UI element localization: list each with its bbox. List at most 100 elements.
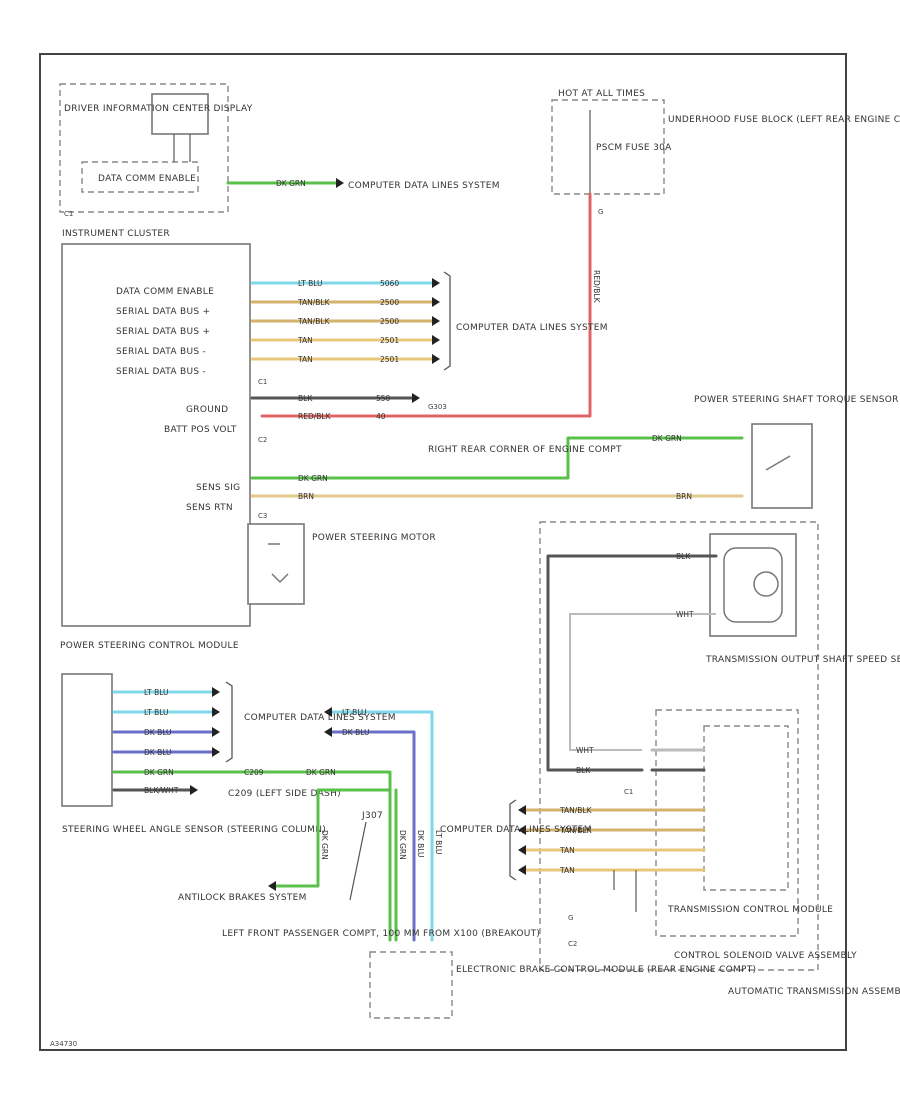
instrument-cluster-box — [61, 243, 251, 627]
dic-module-outline — [59, 83, 229, 213]
ic-data-wire-1-color: LT BLU — [298, 279, 323, 288]
ground-arrow — [412, 393, 420, 403]
ebcm-dk-blu-arrow — [324, 727, 332, 737]
ps-torque-sensor-symbol — [765, 455, 791, 471]
instrument-cluster-label: INSTRUMENT CLUSTER — [62, 229, 170, 239]
batt-wire-color: RED/BLK — [298, 412, 332, 421]
ic-data-wire-5-circuit: 2501 — [380, 355, 399, 364]
trans-output-sensor-inner — [723, 547, 783, 623]
tos-wht-wire-color: WHT — [676, 610, 694, 619]
pscm-wire-3-color: DK BLU — [144, 728, 172, 737]
tcm-data-arrow-2 — [518, 825, 526, 835]
sens-sig-wire — [250, 436, 744, 480]
ebcm-dk-blu-color: DK BLU — [342, 728, 370, 737]
auto-trans-assembly-label: AUTOMATIC TRANSMISSION ASSEMBLY — [728, 987, 900, 997]
ps-motor-box — [247, 523, 305, 605]
ebcm-lt-blu-wire — [330, 710, 434, 942]
diagram-frame — [39, 53, 847, 1051]
ic-data-wire-4-color: TAN — [297, 336, 313, 345]
trans-output-sensor-coil — [753, 571, 779, 597]
vert-wire-4-color: LT BLU — [434, 830, 443, 855]
computer-data-lines-bracket-4 — [509, 799, 517, 881]
pscm-wire-5-color: DK GRN — [144, 768, 174, 777]
tcm-g-label-1: G — [568, 914, 573, 922]
ic-sens-sig-label: SENS SIG — [196, 483, 240, 493]
vert-wire-2-color: DK GRN — [398, 830, 407, 860]
sens-rtn-wire-color: BRN — [298, 492, 314, 501]
fuse-pin-label: G — [598, 208, 603, 216]
pscm-arrow-6 — [190, 785, 198, 795]
antilock-brakes-label: ANTILOCK BRAKES SYSTEM — [178, 893, 307, 903]
dic-data-wire-color: DK GRN — [276, 179, 306, 188]
splice-label: J307 — [361, 811, 383, 821]
pscm-arrow-4 — [212, 747, 220, 757]
ebcm-lt-blu-color: LT BLU — [342, 708, 367, 717]
data-comm-enable-label: DATA COMM ENABLE — [98, 174, 196, 184]
ebcm-box — [369, 951, 453, 1019]
ic-serial-data-1-label: SERIAL DATA BUS + — [116, 307, 210, 317]
abs-arrow — [268, 881, 276, 891]
pscm-wire-2-color: LT BLU — [144, 708, 169, 717]
tos-blk-wire-color: BLK — [676, 552, 691, 561]
control-solenoid-outline — [655, 709, 799, 937]
fuse-name-label: PSCM FUSE 30A — [596, 143, 672, 153]
tcm-box — [703, 725, 789, 891]
sens-sig-wire-color-2: DK GRN — [652, 434, 682, 443]
fuse-block-outline — [551, 99, 665, 195]
ps-torque-sensor-label: POWER STEERING SHAFT TORQUE SENSOR — [694, 395, 899, 405]
right-rear-corner-label: RIGHT REAR CORNER OF ENGINE COMPT — [428, 445, 622, 455]
ps-motor-label: POWER STEERING MOTOR — [312, 533, 436, 543]
pscm-label: POWER STEERING CONTROL MODULE — [60, 641, 239, 651]
c209-note: C209 (LEFT SIDE DASH) — [228, 789, 341, 799]
control-solenoid-label: CONTROL SOLENOID VALVE ASSEMBLY — [674, 951, 857, 961]
trans-output-sensor-label: TRANSMISSION OUTPUT SHAFT SPEED SENSOR — [705, 655, 900, 665]
pscm-arrow-2 — [212, 707, 220, 717]
ic-c3-label: C3 — [258, 512, 267, 520]
computer-data-lines-bracket-3 — [225, 681, 233, 763]
ground-wire-circuit: 550 — [376, 394, 391, 403]
ground-wire-color: BLK — [298, 394, 313, 403]
ic-batt-label: BATT POS VOLT — [164, 425, 237, 435]
pscm-wire-4-color: DK BLU — [144, 748, 172, 757]
data-comm-enable-box — [81, 161, 199, 193]
left-front-passenger-label: LEFT FRONT PASSENGER COMPT, 100 MM FROM … — [222, 929, 540, 939]
ic-data-arrow-1 — [432, 278, 440, 288]
pscm-wire-1-color: LT BLU — [144, 688, 169, 697]
steering-wheel-sensor-label: STEERING WHEEL ANGLE SENSOR (STEERING CO… — [62, 825, 326, 835]
tcm-c2-label: C2 — [568, 940, 577, 948]
sens-sig-wire-color: DK GRN — [298, 474, 328, 483]
ic-data-arrow-3 — [432, 316, 440, 326]
ic-c1-label: C1 — [258, 378, 267, 386]
dic-data-arrow — [336, 178, 344, 188]
tcm-data-arrow-4 — [518, 865, 526, 875]
ic-data-arrow-2 — [432, 297, 440, 307]
tcm-data-arrow-3 — [518, 845, 526, 855]
ic-data-wire-2-color: TAN/BLK — [297, 298, 331, 307]
fuse-feed-wire-color: RED/BLK — [592, 270, 601, 304]
dic-display-box — [151, 93, 209, 135]
ground-ref-label: G303 — [428, 403, 447, 411]
c209-wire-color: DK GRN — [306, 768, 336, 777]
ebcm-lt-blu-arrow — [324, 707, 332, 717]
ic-serial-data-3-label: SERIAL DATA BUS - — [116, 347, 206, 357]
footer-code: A34730 — [50, 1040, 77, 1048]
steering-wheel-sensor-box — [61, 673, 113, 807]
auto-trans-assembly-outline — [539, 521, 819, 971]
ic-data-wire-4-circuit: 2501 — [380, 336, 399, 345]
tos-blk-wire — [546, 554, 718, 772]
ic-data-wire-3-color: TAN/BLK — [297, 317, 331, 326]
underhood-fuse-block-label: UNDERHOOD FUSE BLOCK (LEFT REAR ENGINE C… — [668, 115, 900, 125]
dic-connector-label: C1 — [64, 210, 73, 218]
tcm-c1-label: C1 — [624, 788, 633, 796]
ic-serial-data-4-label: SERIAL DATA BUS - — [116, 367, 206, 377]
splice-leader — [349, 821, 367, 901]
tos-wht-wire — [569, 613, 716, 751]
pscm-arrow-1 — [212, 687, 220, 697]
tcm-data-wire-1-color: TAN/BLK — [559, 806, 593, 815]
ebcm-dk-blu-wire — [330, 730, 416, 942]
abs-wire — [274, 788, 392, 888]
ic-ground-label: GROUND — [186, 405, 228, 415]
vert-wire-3-color: DK BLU — [416, 830, 425, 858]
pscm-arrow-3 — [212, 727, 220, 737]
